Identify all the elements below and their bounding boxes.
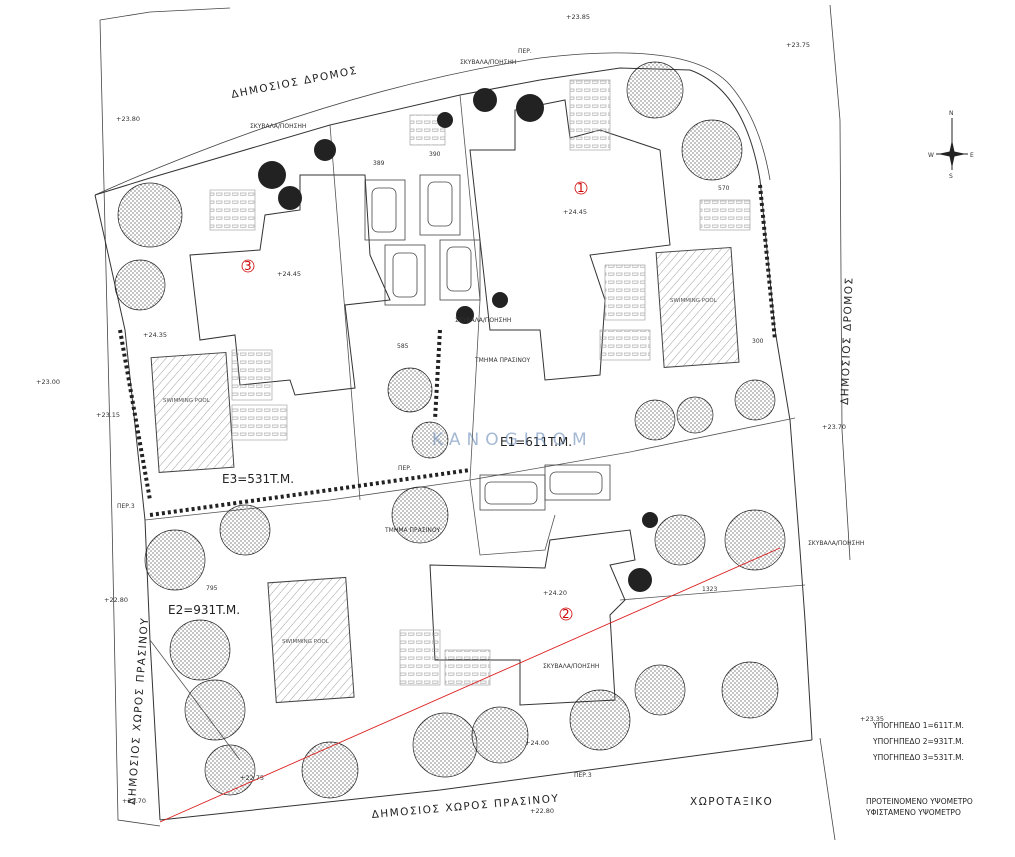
car [371,187,397,233]
area-legend: ΥΠΟΓΗΠΕΔΟ 1=611Τ.Μ. ΥΠΟΓΗΠΕΔΟ 2=931Τ.Μ. … [873,718,1013,766]
buildings [189,99,671,706]
plot-3-area: E3=531T.M. [222,472,294,486]
pool-plot-2 [267,576,355,704]
dimensions: 389 390 570 300 795 1323 585 [206,151,764,593]
plot-1-area: E1=611T.M. [500,435,572,449]
spot-level: +23.70 [822,423,846,431]
plan-title: ΧΩΡΟΤΑΞΙΚΟ [690,796,774,808]
compass-e: E [970,152,974,159]
spot-level: +22.80 [104,596,128,604]
plot-1-level: +24.45 [563,208,587,216]
per-label: ΠΕΡ.3 [117,503,135,510]
per-label: ΠΕΡ. [518,48,532,55]
dimension-label: 570 [718,185,730,192]
car [427,181,453,227]
plot-1-marker: 1 [577,181,585,195]
pool-label: SWIMMING POOL [670,298,718,304]
compass-n: N [949,110,954,117]
spot-level: +23.35 [860,715,884,723]
pools [150,246,740,704]
pool-label: SWIMMING POOL [163,398,211,404]
car [484,481,538,505]
legend-line: ΥΠΟΓΗΠΕΔΟ 2=931Τ.Μ. [873,737,964,746]
note-existing: ΥΦΙΣΤΑΜΕΝΟ ΥΨΟΜΕΤΡΟ [866,808,961,817]
outdoor-unit-label: ΣΚΥΒΑΛΑ/ΠΟΗΣΗΗ [543,663,599,670]
legend-line: ΥΠΟΓΗΠΕΔΟ 1=611Τ.Μ. [873,721,964,730]
level-notes: ΠΡΟΤΕΙΝΟΜΕΝΟ ΥΨΟΜΕΤΡΟ ΥΦΙΣΤΑΜΕΝΟ ΥΨΟΜΕΤΡ… [866,796,1011,818]
dimension-label: 585 [397,343,409,350]
trees [114,61,786,799]
palms [258,88,658,592]
road-label-east: ΔΗΜΟΣΙΟΣ ΔΡΟΜΟΣ [839,276,855,405]
compass: N S E W [928,110,974,180]
road-label-north: ΔΗΜΟΣΙΟΣ ΔΡΟΜΟΣ [230,65,359,101]
parking [364,174,611,511]
outdoor-unit-label: ΣΚΥΒΑΛΑ/ΠΟΗΣΗΗ [455,317,511,324]
dimension-label: 1323 [702,586,717,593]
spot-level: +23.00 [36,378,60,386]
outdoor-unit-label: ΣΚΥΒΑΛΑ/ΠΟΗΣΗΗ [460,59,516,66]
compass-s: S [949,173,953,180]
green-label: ΤΜΗΜΑ ΠΡΑΣΙΝΟΥ [384,527,441,534]
plot-2-area: E2=931T.M. [168,603,240,617]
road-boundaries [94,4,851,841]
plot-3-level: +24.45 [277,270,301,278]
plot-2-level: +24.20 [543,589,567,597]
building-plot-2 [429,529,636,706]
spot-level: +22.80 [530,807,554,815]
spot-level: +24.00 [525,739,549,747]
car [549,471,603,495]
dimension-label: 389 [373,160,385,167]
dimension-label: 390 [429,151,441,158]
spot-level: +22.75 [240,774,264,782]
road-label-west: ΔΗΜΟΣΙΟΣ ΧΩΡΟΣ ΠΡΑΣΙΝΟΥ [126,616,151,805]
misc-labels: SWIMMING POOL SWIMMING POOL SWIMMING POO… [117,48,864,779]
plot-markers: 1 3 2 [241,181,588,621]
spot-level: +23.80 [116,115,140,123]
outdoor-unit-label: ΣΚΥΒΑΛΑ/ΠΟΗΣΗΗ [250,123,306,130]
per-label: ΠΕΡ. [398,465,412,472]
car [392,252,418,298]
spot-level: +22.70 [122,797,146,805]
legend-line: ΥΠΟΓΗΠΕΔΟ 3=531Τ.Μ. [873,753,964,762]
hedges [118,184,777,517]
green-label: ΤΜΗΜΑ ΠΡΑΣΙΝΟΥ [474,357,531,364]
plot-2-marker: 2 [562,607,570,621]
section-line [159,547,781,823]
watermark: KANOGIROM [432,430,593,450]
note-proposed: ΠΡΟΤΕΙΝΟΜΕΝΟ ΥΨΟΜΕΤΡΟ [866,797,973,806]
pool-label: SWIMMING POOL [282,639,330,645]
compass-w: W [928,152,934,159]
spot-level: +23.85 [566,13,590,21]
dimension-label: 300 [752,338,764,345]
spot-level: +23.75 [786,41,810,49]
spot-level: +23.15 [96,411,120,419]
plot-3-marker: 3 [244,259,252,273]
pool-plot-1 [655,246,740,368]
spot-level: +24.35 [143,331,167,339]
per-label: ΠΕΡ.3 [574,772,592,779]
spot-levels: +23.85 +23.75 +23.80 +23.00 +23.15 +24.3… [36,13,884,815]
dimension-label: 795 [206,585,218,592]
outdoor-unit-label: ΣΚΥΒΑΛΑ/ΠΟΗΣΗΗ [808,540,864,547]
pool-plot-3 [150,351,235,473]
car [446,246,472,292]
